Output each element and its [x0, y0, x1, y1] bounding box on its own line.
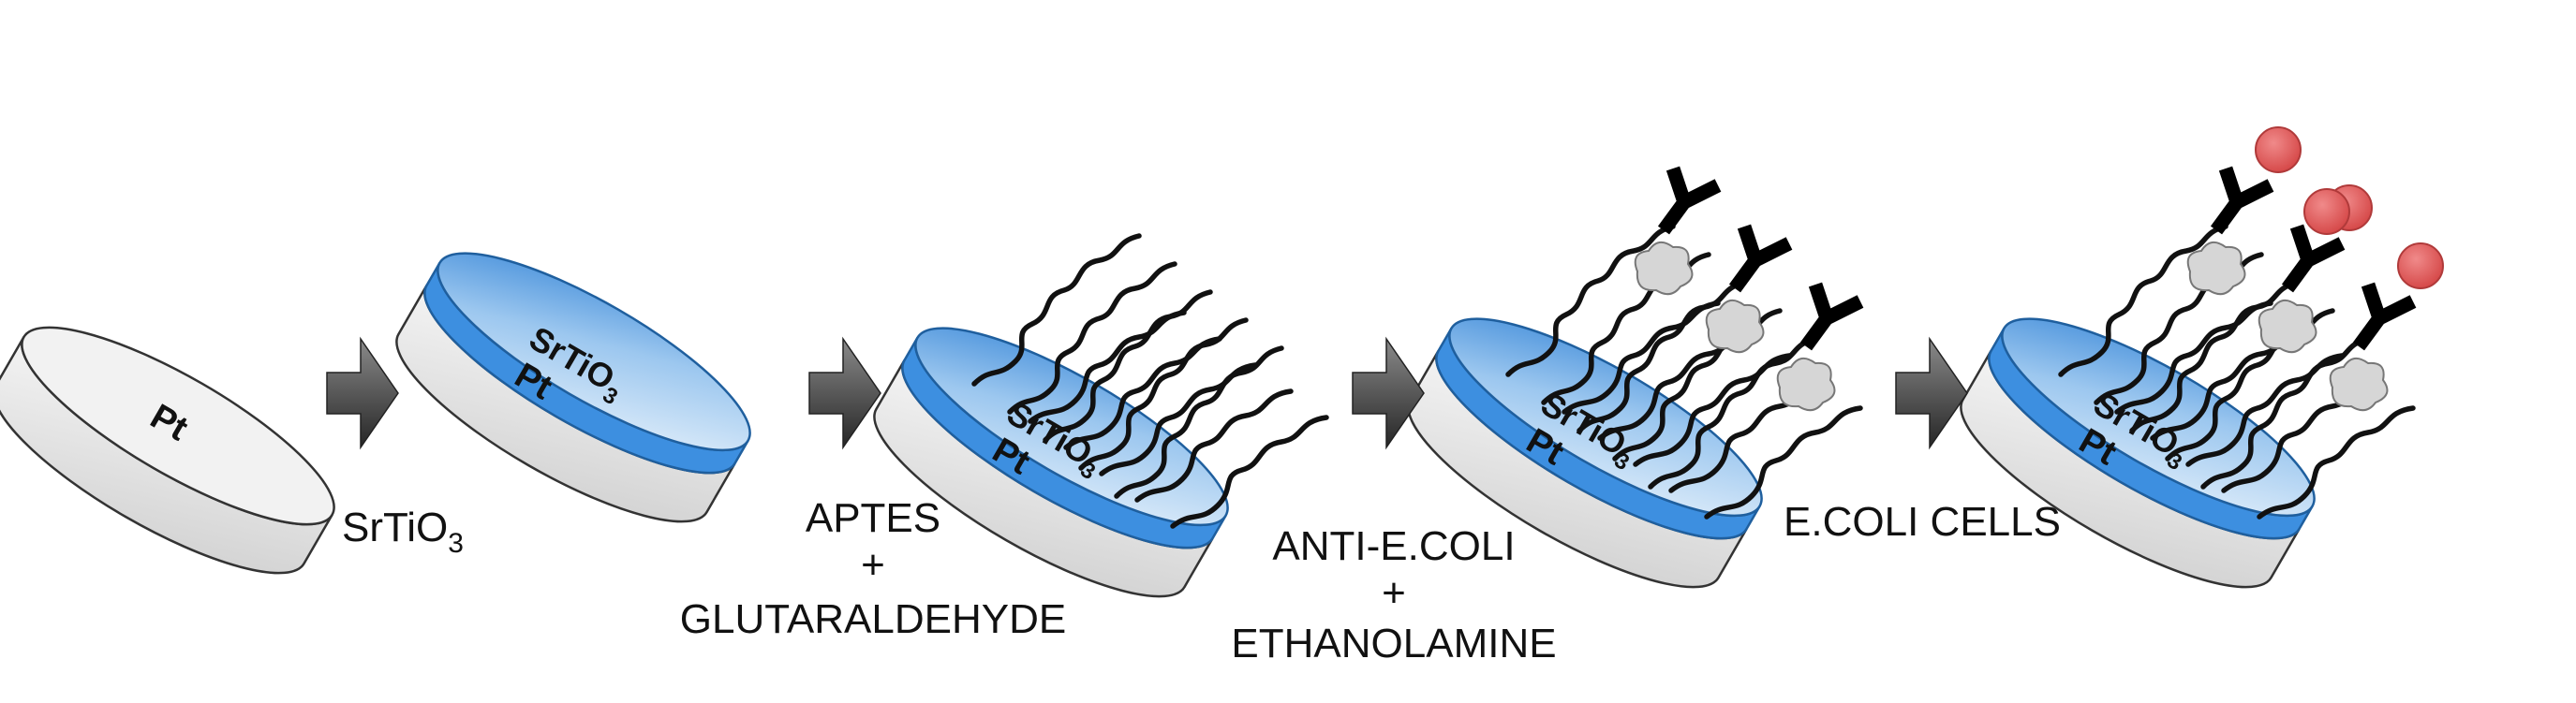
svg-text:GLUTARALDEHYDE: GLUTARALDEHYDE	[680, 596, 1066, 642]
svg-text:+: +	[1382, 570, 1406, 616]
svg-text:ETHANOLAMINE: ETHANOLAMINE	[1231, 621, 1556, 666]
ecoli-cell-icon	[2255, 126, 2302, 173]
step-label-aptes: APTES + GLUTARALDEHYDE	[680, 495, 1066, 642]
srtio3-layer-top	[437, 252, 751, 452]
step-label-anti-ecoli: ANTI-E.COLI + ETHANOLAMINE	[1231, 523, 1556, 666]
linker-chain	[1028, 310, 1187, 424]
antibody-icon	[1728, 224, 1793, 293]
svg-text:E.COLI CELLS: E.COLI CELLS	[1784, 499, 2061, 545]
antibody-icon	[2281, 224, 2346, 293]
process-arrow-icon	[808, 336, 881, 450]
ethanolamine-blocker-icon	[1776, 357, 1836, 412]
linker-chain	[2257, 405, 2416, 520]
antibody-icon	[1657, 166, 1722, 235]
process-arrow-icon	[1352, 336, 1425, 450]
linker-chain	[2185, 353, 2345, 467]
step-label-ecoli-cells: E.COLI CELLS	[1784, 499, 2061, 545]
pt-substrate-disk: Pt	[0, 326, 335, 575]
linker-chain	[1704, 405, 1863, 520]
linker-chain	[1633, 353, 1792, 467]
svg-text:ANTI-E.COLI: ANTI-E.COLI	[1272, 523, 1515, 569]
linker-chain	[2058, 224, 2228, 377]
linker-chain	[1170, 415, 1329, 529]
linker-chain	[1099, 362, 1258, 476]
antibody-icon	[2352, 282, 2417, 351]
svg-text:APTES: APTES	[806, 495, 940, 541]
antibody-icon	[1799, 282, 1864, 351]
process-arrow-icon	[1895, 336, 1968, 450]
antibody-icon	[2210, 166, 2274, 235]
pt-layer-top	[21, 326, 335, 526]
process-arrows	[326, 336, 1968, 450]
process-arrow-icon	[326, 336, 399, 450]
linker-chain	[2200, 336, 2371, 490]
linker-chain	[1063, 336, 1222, 450]
ecoli-cell-icon	[2303, 188, 2350, 235]
svg-text:SrTiO3: SrTiO3	[342, 505, 464, 559]
linker-chain	[1007, 261, 1177, 415]
linker-chain	[1114, 345, 1284, 499]
linker-chain	[1134, 388, 1294, 503]
ethanolamine-blocker-icon	[2186, 241, 2246, 296]
linker-chain	[2114, 300, 2273, 415]
svg-text:+: +	[861, 542, 885, 588]
linker-chain	[1648, 336, 1818, 490]
ethanolamine-blocker-icon	[1634, 241, 1694, 296]
linker-chain	[1505, 224, 1676, 377]
ethanolamine-blocker-icon	[2329, 357, 2389, 412]
ethanolamine-blocker-icon	[1705, 299, 1765, 354]
step-label-srtio3: SrTiO3	[342, 505, 464, 559]
ecoli-cell-icon	[2397, 242, 2444, 289]
linker-chain	[1562, 300, 1721, 415]
ethanolamine-blocker-icon	[2258, 299, 2317, 354]
linker-chain	[971, 233, 1142, 387]
